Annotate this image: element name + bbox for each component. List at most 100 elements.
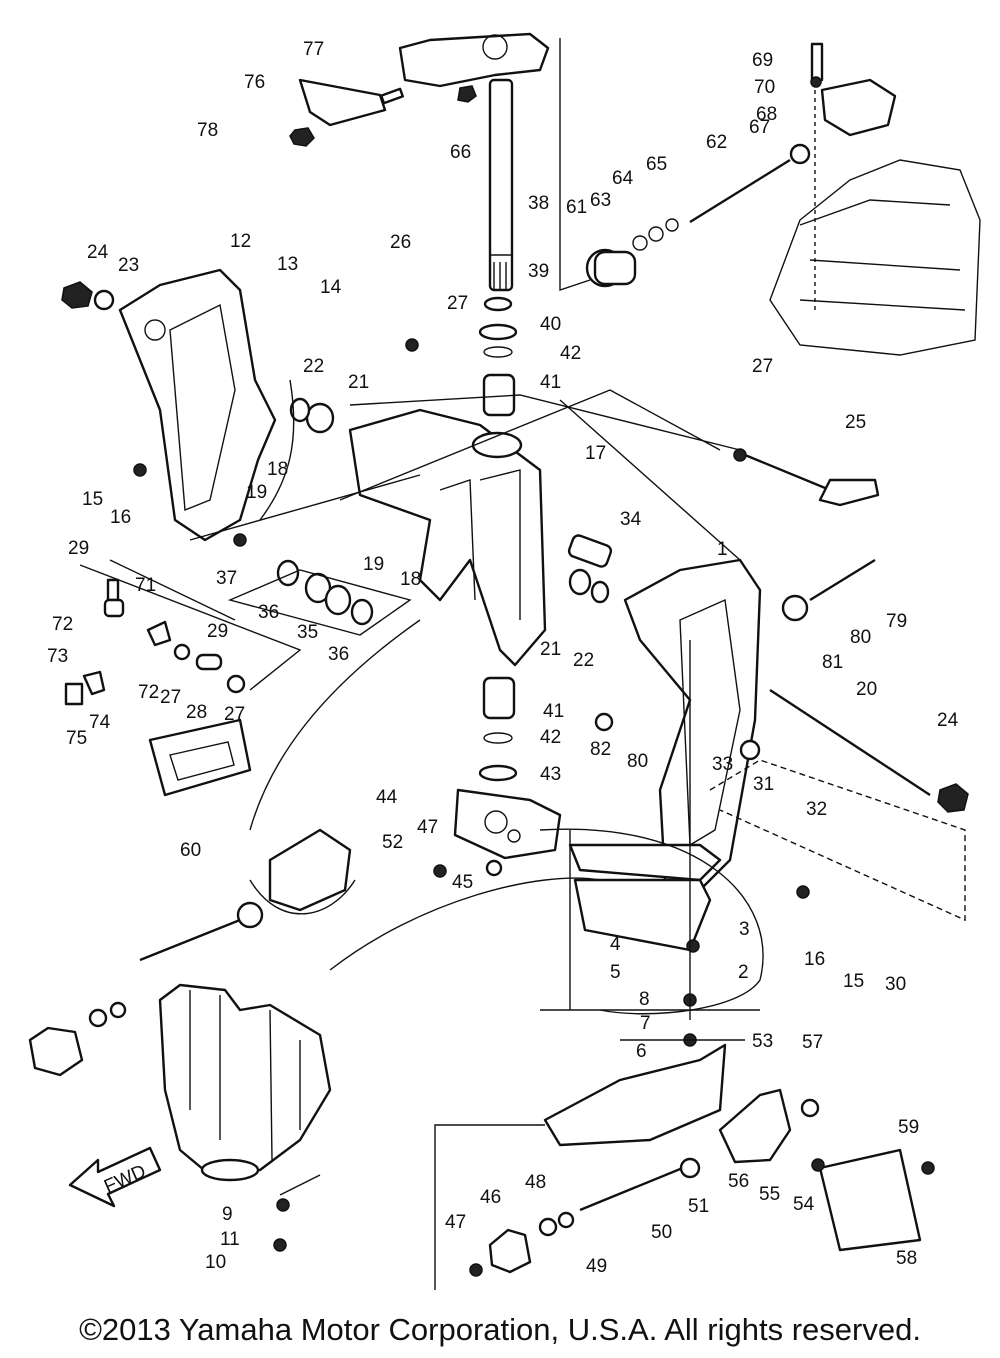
callout-label: 47 [417,817,438,838]
callout-label: 28 [186,702,207,723]
callout-label: 66 [450,142,471,163]
callout-label: 46 [480,1187,501,1208]
callout-label: 29 [207,621,228,642]
callout-label: 63 [590,190,611,211]
callout-label: 71 [135,575,156,596]
callout-label: 15 [843,971,864,992]
callout-label: 23 [118,255,139,276]
callout-label: 42 [540,727,561,748]
callout-label: 9 [222,1204,233,1225]
callout-label: 68 [756,104,777,125]
parts-artwork: FWD [28,32,981,1290]
callout-label: 62 [706,132,727,153]
callout-label: 67 [749,117,770,138]
callout-label: 26 [390,232,411,253]
callout-label: 15 [82,489,103,510]
callout-label: 27 [224,704,245,725]
callout-label: 25 [845,412,866,433]
callout-label: 72 [138,682,159,703]
callout-label: 36 [258,602,279,623]
callout-label: 10 [205,1252,226,1273]
callout-label: 48 [525,1172,546,1193]
callout-label: 43 [540,764,561,785]
callout-label: 11 [220,1229,240,1250]
callout-label: 29 [68,538,89,559]
fwd-arrow-icon: FWD [68,1146,162,1208]
callout-label: 73 [47,646,68,667]
callout-label: 79 [886,611,907,632]
callout-label: 1 [717,539,728,560]
callout-label: 44 [376,787,398,808]
callout-label: 21 [540,639,561,660]
callout-label: 81 [822,652,843,673]
callout-label: 69 [752,50,773,71]
callout-label: 80 [850,627,871,648]
callout-label: 77 [303,39,324,60]
callout-label: 24 [937,710,959,731]
callout-label: 59 [898,1117,919,1138]
callout-label: 32 [806,799,827,820]
callout-label: 52 [382,832,403,853]
callout-label: 38 [528,193,549,214]
callout-label: 37 [216,568,237,589]
callout-label: 18 [400,569,421,590]
exploded-parts-diagram: FWD [28,32,981,1290]
callout-label: 35 [297,622,318,643]
callout-label: 19 [363,554,384,575]
callout-label: 6 [636,1041,647,1062]
callout-label: 3 [739,919,750,940]
callout-label: 41 [543,701,564,722]
callout-label: 50 [651,1222,672,1243]
callout-label: 70 [754,77,775,98]
callout-label: 13 [277,254,298,275]
callout-label: 51 [688,1196,709,1217]
callout-label: 22 [573,650,594,671]
callout-label: 49 [586,1256,607,1277]
callout-label: 54 [793,1194,815,1215]
callout-label: 41 [540,372,561,393]
callout-label: 27 [447,293,468,314]
callout-label: 20 [856,679,877,700]
callout-label: 40 [540,314,561,335]
callout-label: 31 [753,774,774,795]
callout-label: 56 [728,1171,749,1192]
callout-label: 65 [646,154,667,175]
callout-label: 4 [610,934,621,955]
callout-label: 74 [89,712,111,733]
callout-label: 7 [640,1013,651,1034]
callout-label: 47 [445,1212,466,1233]
callout-label: 21 [348,372,369,393]
callout-label: 61 [566,197,587,218]
callout-label: 78 [197,120,218,141]
callout-label: 72 [52,614,73,635]
callout-label: 16 [804,949,825,970]
callout-label: 82 [590,739,611,760]
callout-label: 75 [66,728,87,749]
callout-label: 16 [110,507,131,528]
callout-label: 12 [230,231,251,252]
callout-labels: 1 2 3 4 5 6 7 8 9 10 11 12 13 14 15 15 1… [47,39,959,1277]
callout-label: 76 [244,72,265,93]
callout-label: 2 [738,962,749,983]
callout-label: 27 [160,687,181,708]
callout-label: 14 [320,277,342,298]
callout-label: 64 [612,168,634,189]
callout-label: 27 [752,356,773,377]
callout-label: 34 [620,509,642,530]
callout-label: 45 [452,872,473,893]
callout-label: 33 [712,754,733,775]
callout-label: 8 [639,989,650,1010]
callout-label: 58 [896,1248,917,1269]
callout-label: 80 [627,751,648,772]
callout-label: 57 [802,1032,823,1053]
callout-label: 17 [585,443,606,464]
callout-label: 36 [328,644,349,665]
callout-label: 53 [752,1031,773,1052]
callout-label: 42 [560,343,581,364]
copyright-notice: ©2013 Yamaha Motor Corporation, U.S.A. A… [79,1312,921,1347]
callout-label: 19 [246,482,267,503]
callout-label: 24 [87,242,109,263]
callout-label: 60 [180,840,201,861]
callout-label: 18 [267,459,288,480]
callout-label: 5 [610,962,621,983]
